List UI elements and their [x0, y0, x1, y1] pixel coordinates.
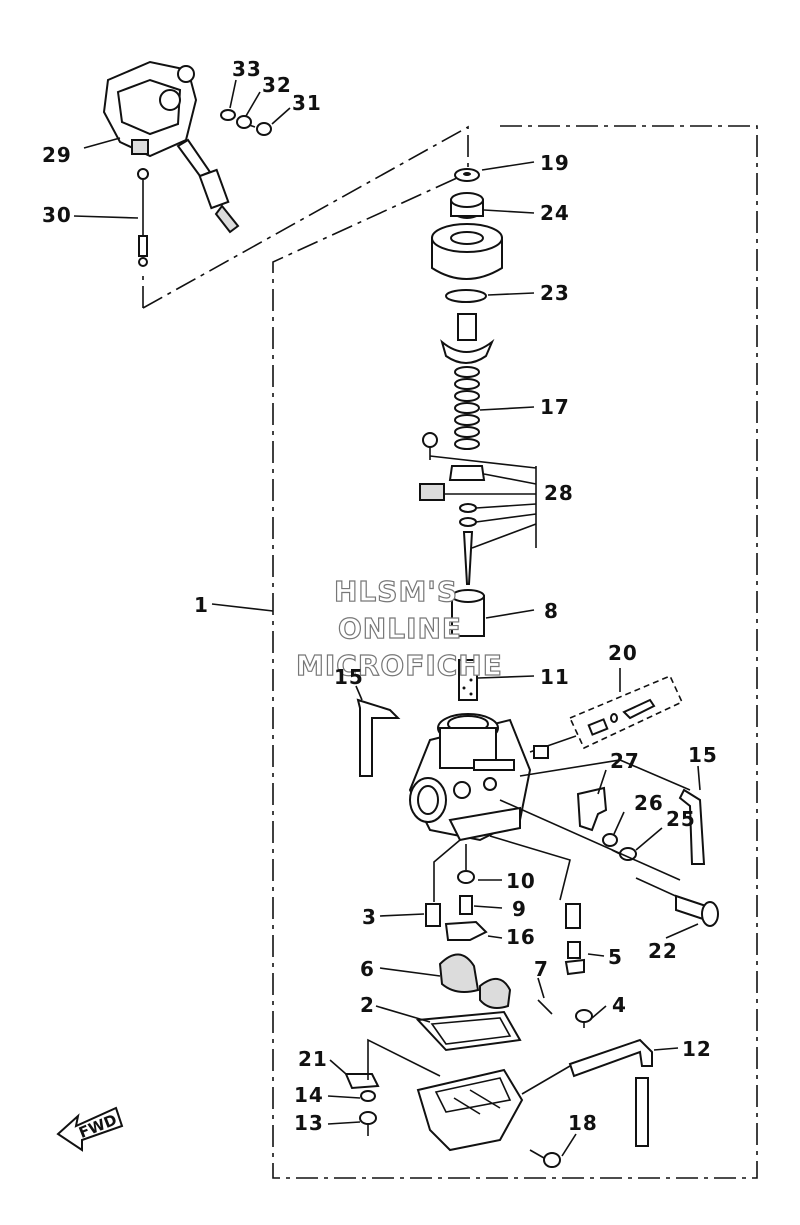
jet-part-3	[425, 903, 441, 927]
part-number-10: 10	[506, 869, 536, 893]
jet-part-10	[457, 870, 475, 884]
part-number-15-right: 15	[688, 743, 718, 767]
washer-part-32	[236, 115, 252, 129]
cap-part-19	[454, 168, 480, 182]
vent-tube-part-15-right	[678, 788, 706, 865]
jet-part-9	[459, 895, 473, 915]
part-number-33: 33	[232, 57, 262, 81]
part-number-31: 31	[292, 91, 322, 115]
part-number-25: 25	[666, 807, 696, 831]
part-number-26: 26	[634, 791, 664, 815]
guide-line	[499, 759, 691, 881]
part-number-11: 11	[540, 665, 570, 689]
part-number-20: 20	[608, 641, 638, 665]
part-number-12: 12	[682, 1037, 712, 1061]
part-number-4: 4	[612, 993, 627, 1017]
pilot-screw-set-part-20	[529, 674, 684, 753]
link-lines-bowl	[367, 1038, 571, 1095]
spring-part-17	[454, 366, 480, 450]
gasket-part-2	[415, 1010, 522, 1052]
o-ring-part-23	[445, 289, 487, 303]
cable-adjuster-part-24	[450, 192, 484, 219]
throttle-top-part	[440, 313, 495, 364]
washer-part-26	[602, 833, 618, 847]
part-number-30: 30	[42, 203, 72, 227]
needle-jet-part-11	[458, 659, 478, 701]
fitting-part	[533, 745, 549, 759]
float-needle-part-5	[564, 903, 585, 976]
part-number-29: 29	[42, 143, 72, 167]
vent-tube-part-15-left	[356, 698, 401, 777]
watermark-line-2: ONLINE	[338, 612, 462, 645]
holder-part-16	[444, 920, 488, 941]
fwd-arrow-icon: FWD	[56, 1106, 124, 1152]
cable-link-line	[142, 125, 469, 309]
part-number-16: 16	[506, 925, 536, 949]
throttle-cable-part	[137, 168, 149, 267]
part-number-21: 21	[298, 1047, 328, 1071]
screw-part-13	[359, 1111, 377, 1136]
part-number-15-left: 15	[334, 665, 364, 689]
part-number-23: 23	[540, 281, 570, 305]
part-number-19: 19	[540, 151, 570, 175]
part-number-2: 2	[360, 993, 375, 1017]
throttle-stop-screw-part-22	[635, 877, 719, 927]
watermark-line-1: HLSM'S	[334, 575, 458, 608]
screw-part-4	[575, 1009, 593, 1028]
part-number-28: 28	[544, 481, 574, 505]
assembly-boundary	[272, 125, 758, 1179]
part-number-17: 17	[540, 395, 570, 419]
watermark-line-3: MICROFICHE	[296, 649, 503, 682]
part-number-24: 24	[540, 201, 570, 225]
washer-part-14	[360, 1090, 376, 1102]
needle-set-part-28	[419, 432, 537, 585]
top-cap-part	[431, 223, 503, 280]
part-number-27: 27	[610, 749, 640, 773]
float-part-6	[438, 953, 512, 1009]
part-numbers: 33 32 31 29 30 19 24 23 17 28 8 1 11 15 …	[42, 57, 718, 1135]
screw-part-31	[248, 122, 272, 136]
float-bowl-part	[416, 1068, 524, 1152]
throttle-slide-part-8	[451, 589, 485, 637]
clamp-part-21	[344, 1073, 380, 1090]
part-number-22: 22	[648, 939, 678, 963]
part-number-32: 32	[262, 73, 292, 97]
part-number-18: 18	[568, 1111, 598, 1135]
part-number-8: 8	[544, 599, 559, 623]
part-number-9: 9	[512, 897, 527, 921]
part-number-7: 7	[534, 957, 549, 981]
bracket-part-27	[576, 786, 608, 832]
drain-tube-part-12	[568, 1038, 653, 1078]
part-number-6: 6	[360, 957, 375, 981]
leader-lines	[73, 79, 701, 1157]
part-number-14: 14	[294, 1083, 324, 1107]
link-lines-lower	[433, 835, 571, 902]
throttle-housing-part	[102, 60, 240, 234]
part-number-13: 13	[294, 1111, 324, 1135]
part-number-5: 5	[608, 945, 623, 969]
part-number-3: 3	[362, 905, 377, 929]
carburetor-body-part	[408, 713, 532, 842]
drain-tube-lower	[635, 1077, 649, 1147]
washer-part-33	[220, 109, 236, 121]
pin-part-7	[537, 999, 553, 1015]
screw-part-18	[529, 1149, 561, 1168]
part-number-1: 1	[194, 593, 209, 617]
